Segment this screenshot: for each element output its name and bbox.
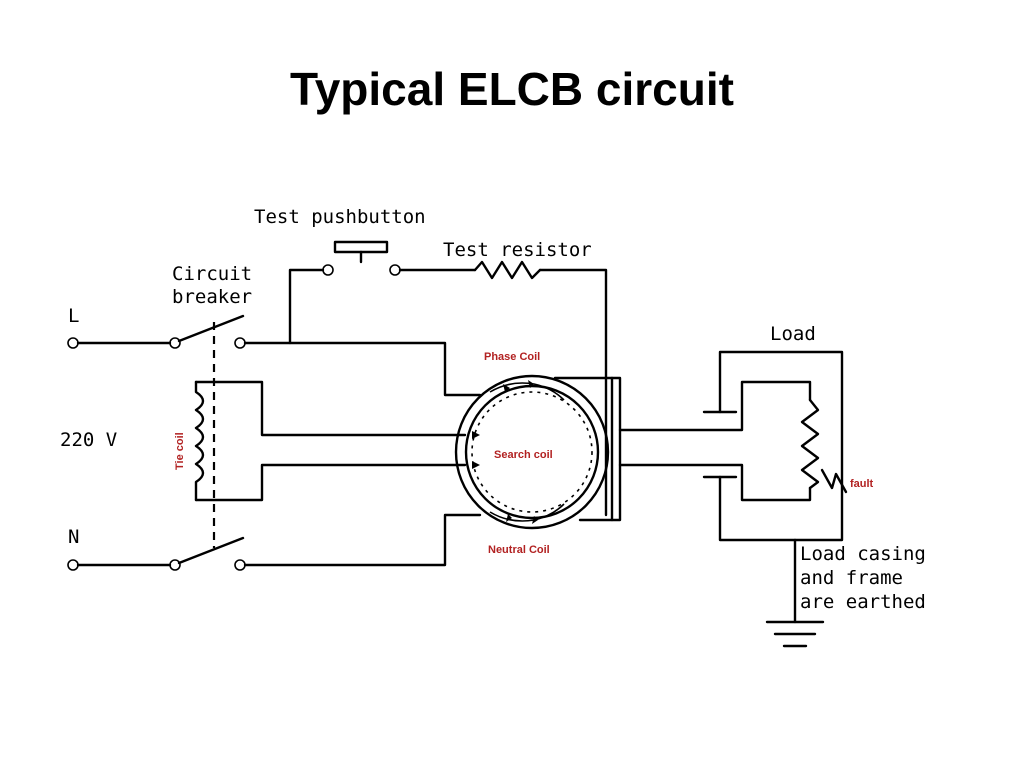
core-balance-transformer [454, 374, 622, 530]
slide-title: Typical ELCB circuit [290, 63, 734, 115]
mains-wiring [76, 314, 482, 567]
terminals [67, 264, 401, 571]
supply-coil [194, 380, 467, 502]
supply-coil-label: Tie coil [174, 432, 186, 470]
load-label: Load [770, 323, 816, 345]
circuit-breaker-label-line2: breaker [172, 286, 252, 308]
circuit-breaker-label-line1: Circuit [172, 263, 252, 285]
phase-coil-label: Phase Coil [484, 351, 540, 363]
live-terminal-label: L [68, 305, 79, 327]
earthed-note-line1: Load casing [800, 543, 926, 565]
earthed-note-line3: are earthed [800, 591, 926, 613]
earth-symbol [765, 538, 825, 648]
test-pushbutton-label: Test pushbutton [254, 206, 426, 228]
search-coil-label: Search coil [494, 449, 553, 461]
load-wiring [618, 350, 848, 542]
earthed-note-line2: and frame [800, 567, 903, 589]
fault-label: fault [850, 478, 874, 490]
supply-voltage-label: 220 V [60, 429, 117, 451]
neutral-terminal-label: N [68, 526, 79, 548]
neutral-coil-label: Neutral Coil [488, 544, 550, 556]
test-resistor-label: Test resistor [443, 239, 592, 261]
